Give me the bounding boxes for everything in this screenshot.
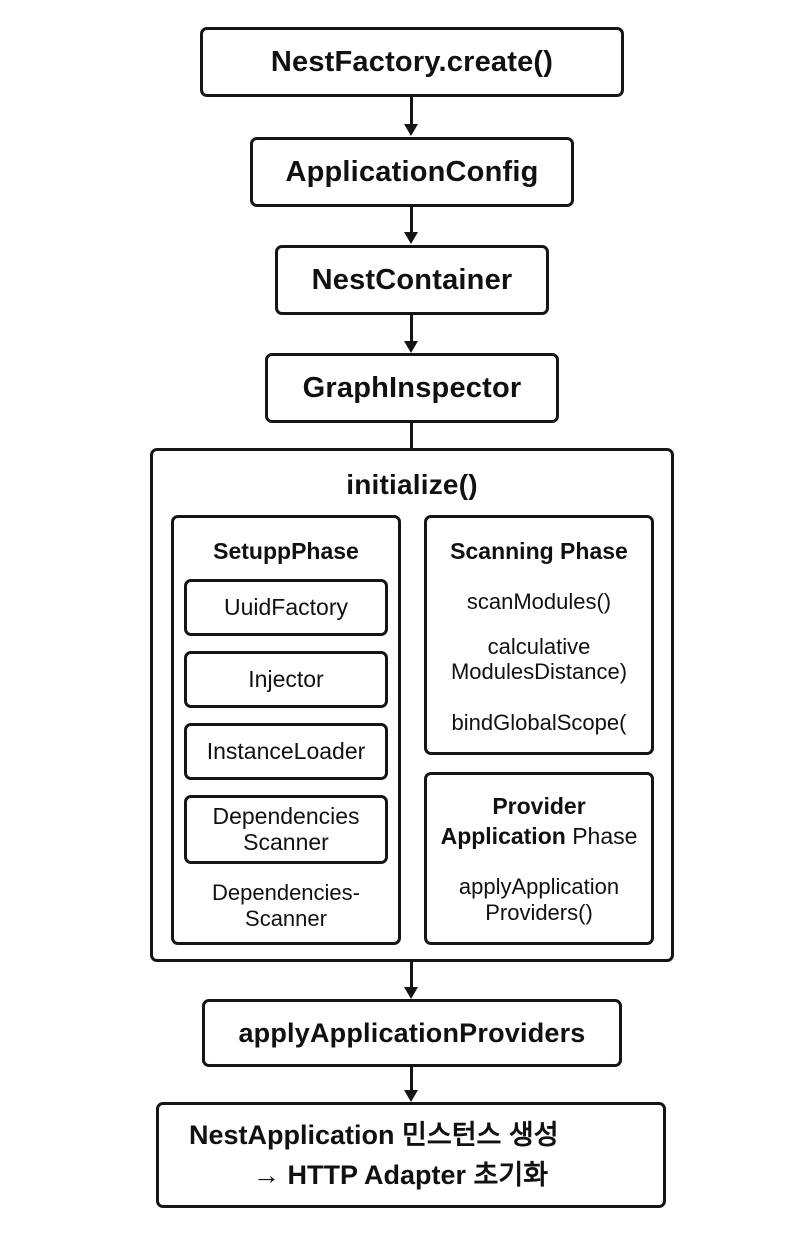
bind-global-scope-label: bindGlobalScope(: [451, 710, 627, 735]
calculate-modules-distance-label: calculative ModulesDistance): [450, 634, 628, 685]
apply-application-providers-label: applyApplication Providers(): [458, 874, 620, 926]
nest-factory-create-label: NestFactory.create(): [270, 45, 554, 78]
arrow-down-icon: [404, 124, 418, 136]
connector-line: [410, 423, 413, 449]
application-config-node: ApplicationConfig: [250, 137, 574, 207]
nest-factory-create-node: NestFactory.create(): [200, 27, 624, 97]
provider-phase-title-line2: Application Phase: [427, 823, 651, 849]
dependencies-scanner-label: Dependencies Scanner: [212, 803, 360, 855]
provider-application-phase-panel: Provider Application Phase applyApplicat…: [424, 772, 654, 945]
injector-node: Injector: [184, 651, 388, 708]
connector-line: [410, 97, 413, 125]
http-adapter-line2: → HTTP Adapter 초기화: [253, 1160, 549, 1190]
scanning-phase-panel: Scanning Phase scanModules() calculative…: [424, 515, 654, 755]
scan-modules-label: scanModules(): [466, 589, 612, 614]
uuid-factory-label: UuidFactory: [224, 594, 348, 620]
application-config-label: ApplicationConfig: [285, 155, 539, 188]
provider-phase-title-rest: Phase: [565, 823, 638, 849]
arrow-down-icon: [404, 232, 418, 244]
nest-container-label: NestContainer: [311, 263, 513, 296]
nest-container-node: NestContainer: [275, 245, 549, 315]
provider-phase-title-bold: Application: [440, 823, 566, 849]
apply-application-providers-node: applyApplicationProviders: [202, 999, 622, 1067]
dependencies-scanner-node: Dependencies Scanner: [184, 795, 388, 864]
scanning-phase-title: Scanning Phase: [450, 538, 628, 564]
graph-inspector-node: GraphInspector: [265, 353, 559, 423]
connector-line: [410, 207, 413, 233]
dependencies-scanner-footer: Dependencies- Scanner: [212, 880, 360, 932]
connector-line: [410, 962, 413, 988]
nest-application-line1: NestApplication 민스턴스 생성: [189, 1120, 559, 1150]
nest-application-node: NestApplication 민스턴스 생성 → HTTP Adapter 초…: [156, 1102, 666, 1208]
injector-label: Injector: [248, 666, 324, 692]
apply-application-providers-title: applyApplicationProviders: [238, 1017, 586, 1048]
arrow-down-icon: [404, 1090, 418, 1102]
setup-phase-title: SetuppPhase: [213, 538, 359, 564]
arrow-down-icon: [404, 341, 418, 353]
uuid-factory-node: UuidFactory: [184, 579, 388, 636]
instance-loader-label: InstanceLoader: [206, 738, 366, 764]
initialize-title: initialize(): [346, 469, 478, 500]
connector-line: [410, 1067, 413, 1091]
instance-loader-node: InstanceLoader: [184, 723, 388, 780]
arrow-down-icon: [404, 987, 418, 999]
graph-inspector-label: GraphInspector: [302, 371, 522, 404]
provider-phase-title-line1: Provider: [492, 793, 586, 819]
connector-line: [410, 315, 413, 342]
